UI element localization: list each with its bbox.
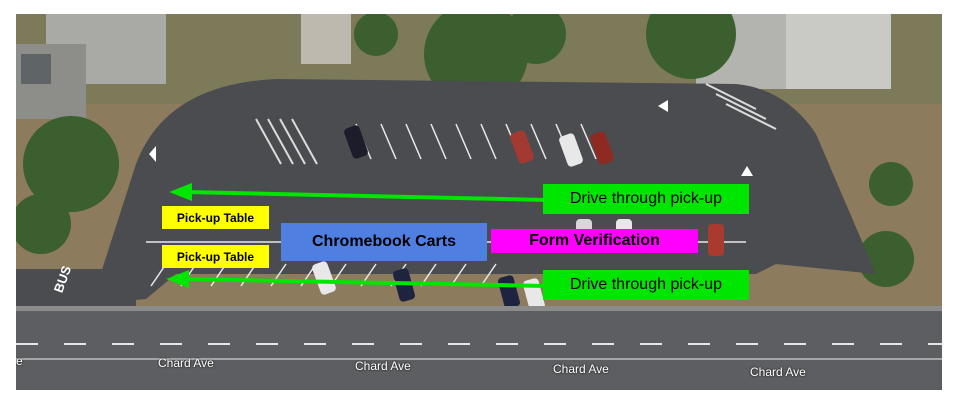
chromebook-carts-label: Chromebook Carts [281,223,487,261]
street-label: Chard Ave [158,356,214,370]
building-top-left [16,14,166,119]
pickup-table-label-1: Pick-up Table [162,206,269,229]
form-verification-label: Form Verification [491,229,698,253]
hatched-zone [255,83,777,165]
drive-through-arrows [166,183,547,288]
street-label: Chard Ave [553,362,609,376]
drive-through-label-top: Drive through pick-up [543,184,749,214]
street-label: Chard Ave [750,365,806,379]
pickup-table-label-2: Pick-up Table [162,245,269,268]
pavement-arrow [658,100,668,112]
street-label: Chard Ave [355,359,411,373]
drive-through-label-bottom: Drive through pick-up [543,270,749,300]
street-label-partial: e [16,354,23,368]
road [16,306,942,390]
aerial-image [16,14,942,390]
walkway [301,14,351,64]
pavement-arrow [149,146,156,162]
satellite-map: BUS Pick-up Table Pick-up Table Chromebo… [16,14,942,390]
pavement-arrow [741,166,753,176]
